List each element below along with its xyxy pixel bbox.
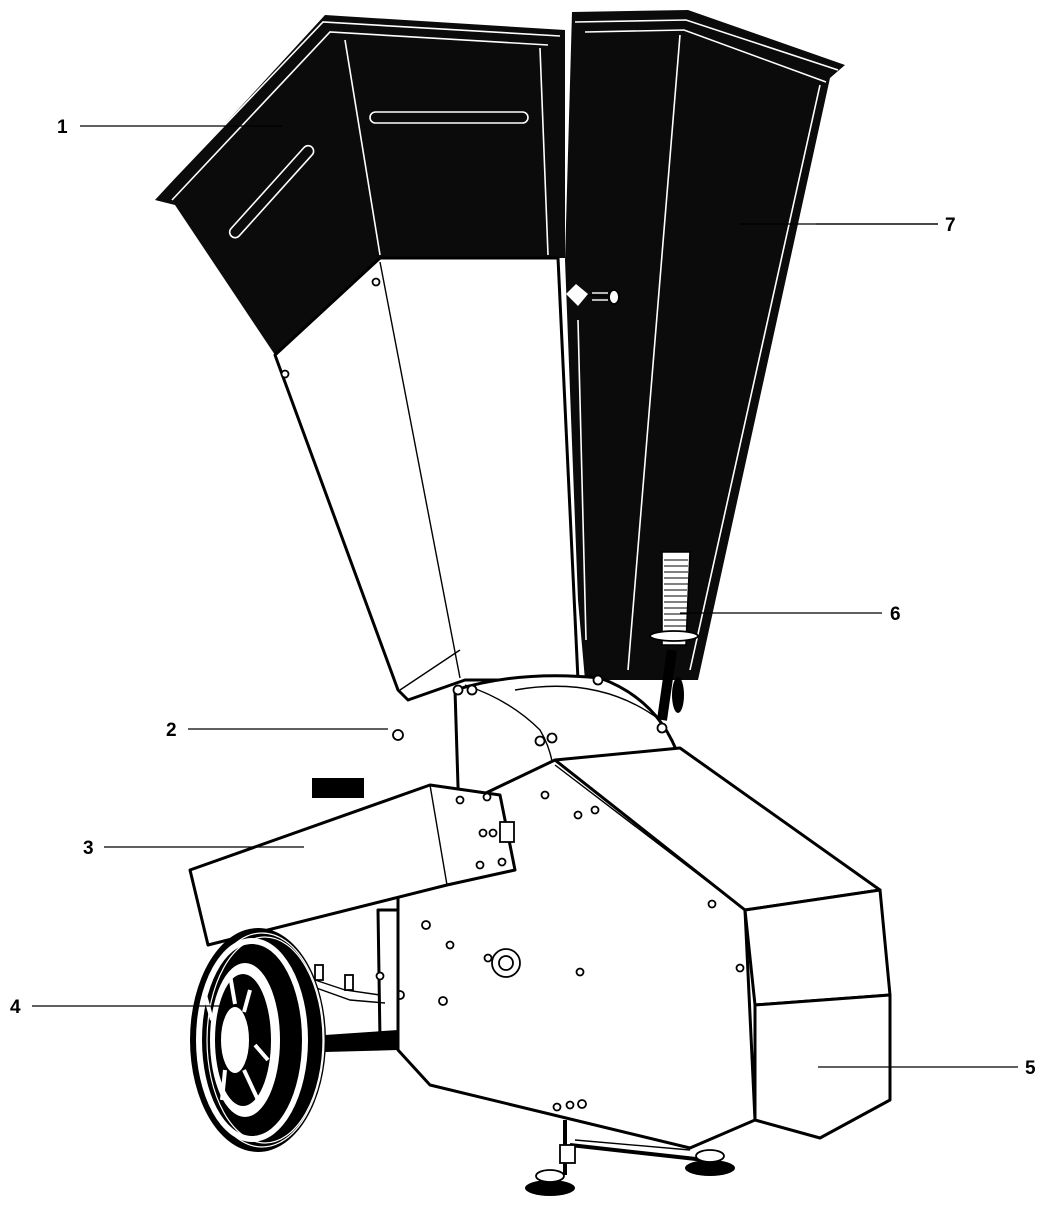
adjustment-handle	[649, 551, 699, 721]
frame	[299, 908, 706, 1175]
callout-2: 2	[166, 720, 388, 741]
callout-6: 6	[680, 604, 901, 625]
callout-4: 4	[10, 997, 233, 1018]
callout-number: 1	[57, 117, 68, 138]
transport-wheel	[190, 928, 326, 1152]
callout-1: 1	[57, 117, 282, 138]
chute-clamp-knob	[566, 284, 620, 306]
callout-number: 5	[1025, 1058, 1036, 1079]
callout-number: 2	[166, 720, 177, 741]
callout-number: 4	[10, 997, 21, 1018]
callouts: 1 2 3 4 5 6 7	[10, 117, 1036, 1079]
callout-7: 7	[740, 215, 956, 236]
motor-housing	[188, 729, 517, 947]
callout-number: 6	[890, 604, 901, 625]
callout-3: 3	[83, 838, 304, 859]
discharge-chute	[565, 10, 845, 680]
callout-5: 5	[818, 1058, 1036, 1079]
callout-number: 7	[945, 215, 956, 236]
callout-number: 3	[83, 838, 94, 859]
feed-hopper	[155, 15, 580, 702]
rubber-feet	[525, 1149, 735, 1196]
